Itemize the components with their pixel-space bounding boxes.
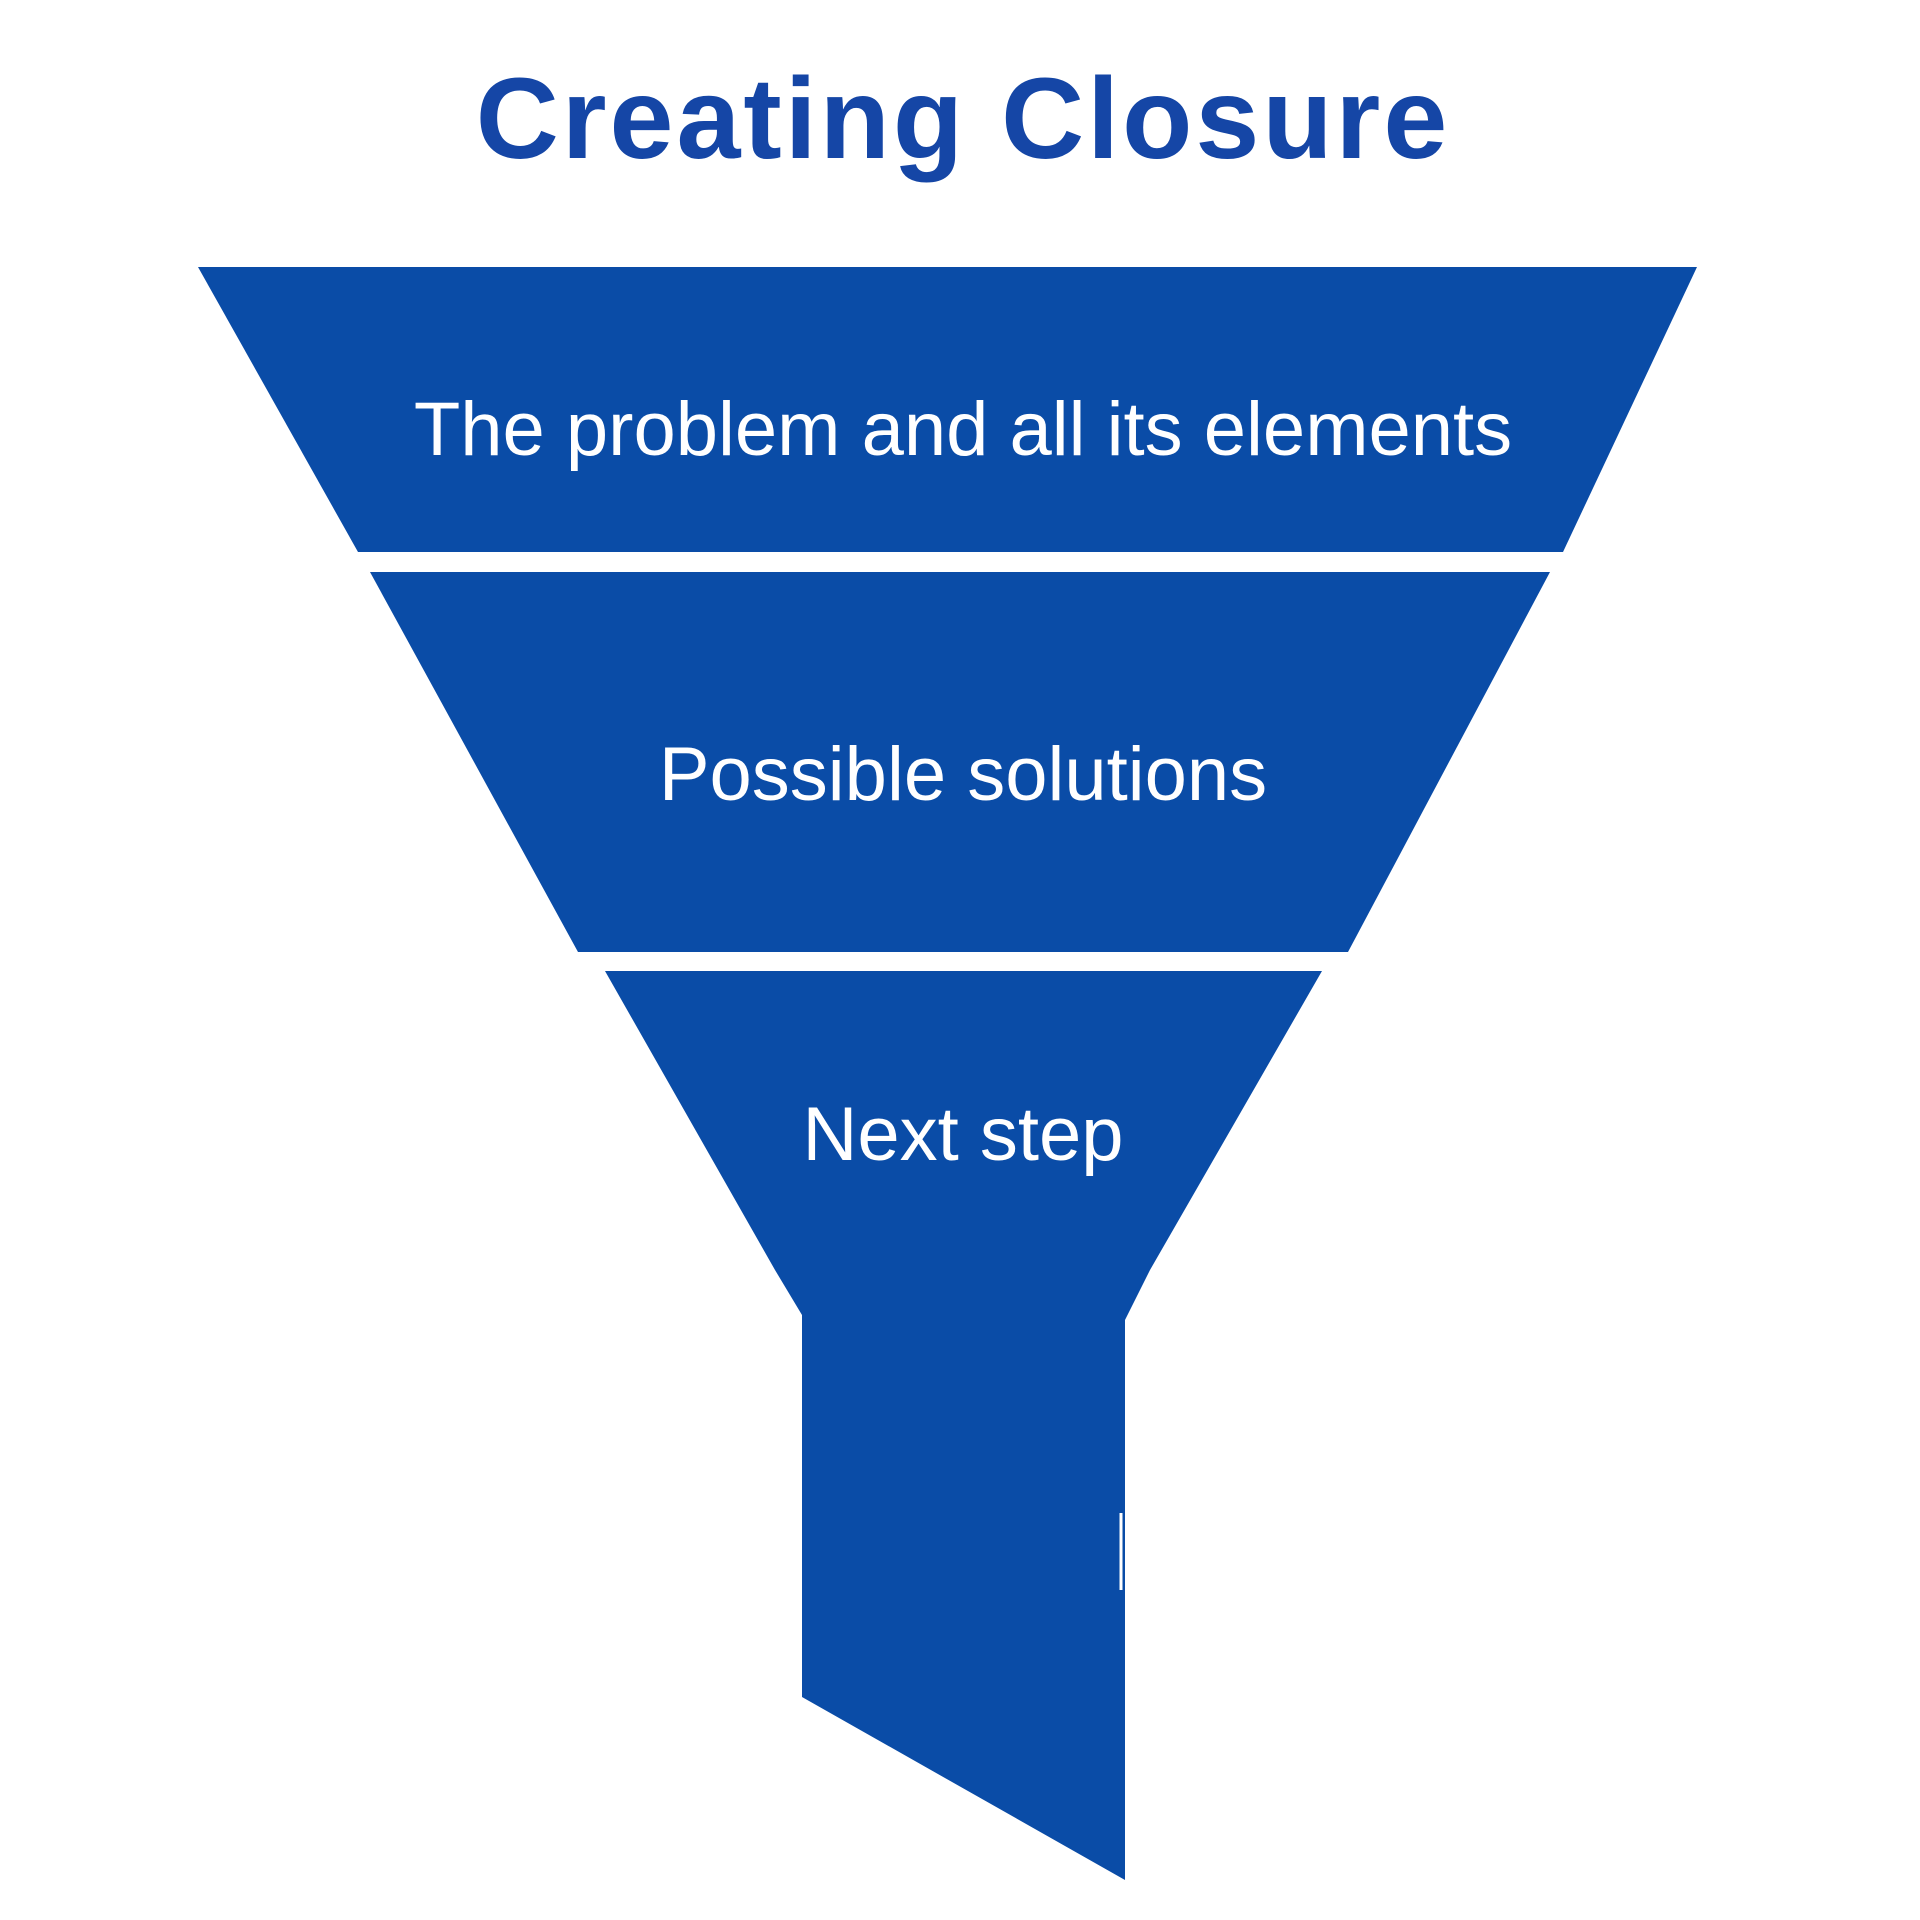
funnel-stage-3-label: Next step <box>802 1092 1123 1177</box>
funnel-stage-3-shape <box>605 971 1322 1880</box>
funnel-stage-2-label: Possible solutions <box>659 732 1267 817</box>
spout-edge-seam <box>1119 1513 1123 1590</box>
funnel-stage-1-shape <box>198 267 1697 552</box>
page-title: Creating Closure <box>476 55 1451 183</box>
funnel-stage-1-label: The problem and all its elements <box>414 387 1512 472</box>
funnel-stage-2-shape <box>370 572 1550 952</box>
